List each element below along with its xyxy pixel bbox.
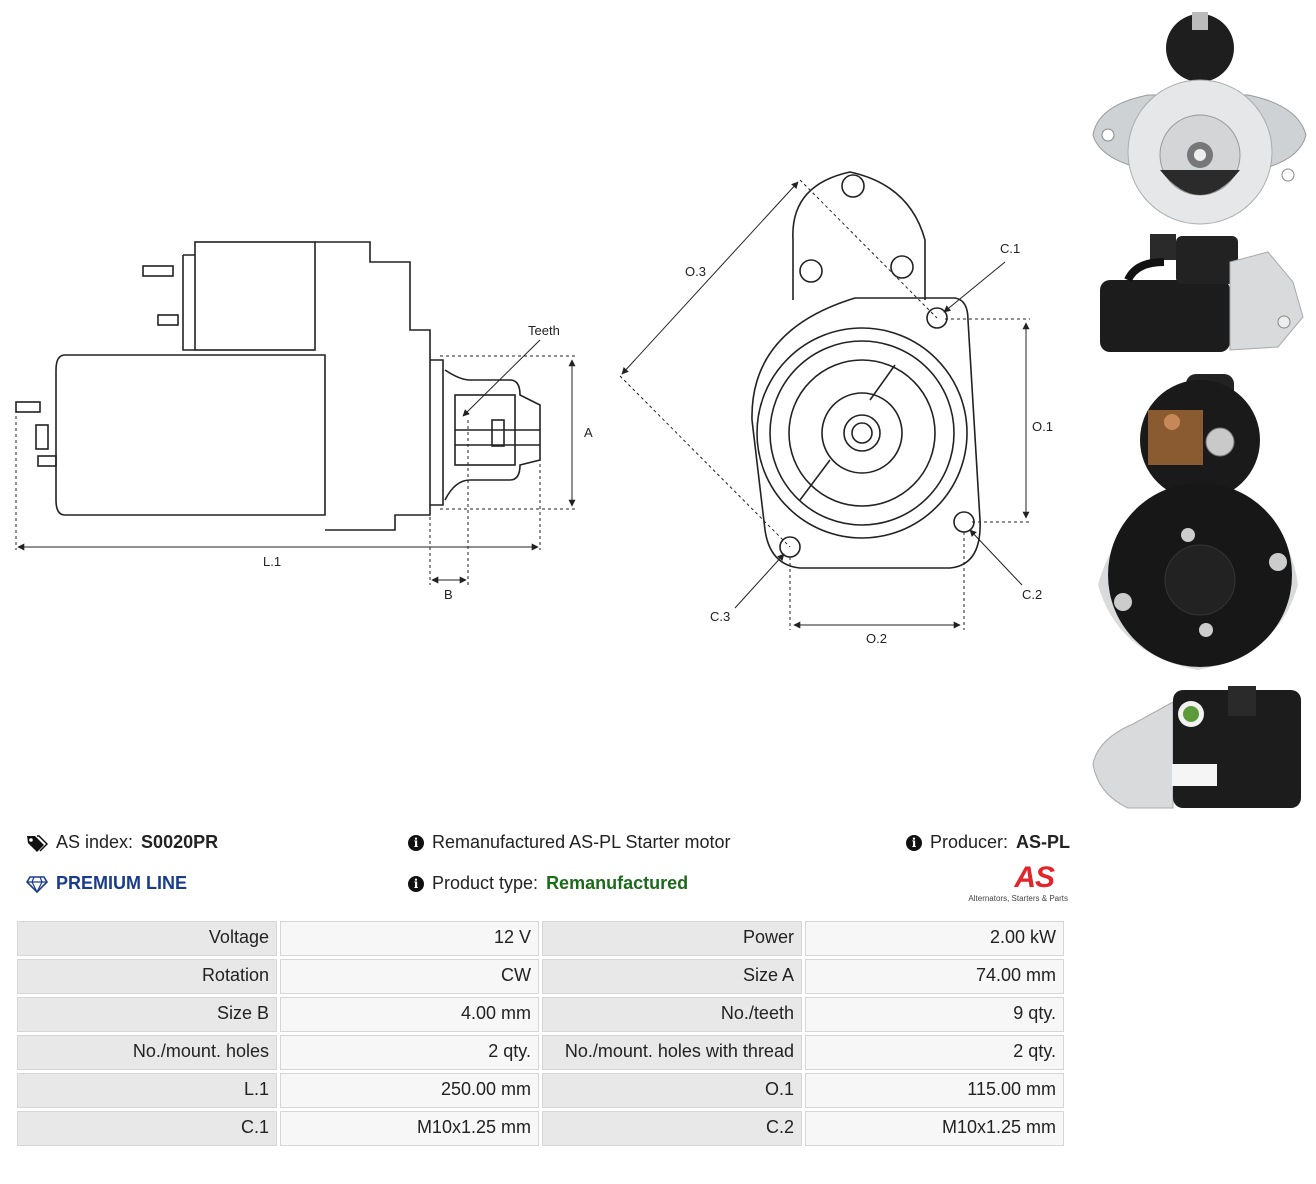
dim-b-label: B	[444, 587, 453, 602]
logo-tagline: Alternators, Starters & Parts	[968, 894, 1068, 903]
product-type: i Product type: Remanufactured	[408, 873, 688, 894]
as-index-value: S0020PR	[141, 832, 219, 852]
dim-a-label: A	[584, 425, 593, 440]
tags-icon	[27, 834, 48, 852]
dim-o1-label: O.1	[1032, 419, 1053, 434]
spec-value: 12 V	[276, 918, 542, 959]
dim-o3-label: O.3	[685, 264, 706, 279]
front-view-drawing	[751, 171, 981, 569]
product-type-value: Remanufactured	[546, 873, 689, 893]
product-photo-rear[interactable]	[1088, 370, 1310, 675]
as-index-label: AS index:	[56, 832, 134, 852]
spec-label: Size B	[14, 994, 280, 1035]
info-icon: i	[408, 875, 424, 892]
as-index: AS index: S0020PR	[26, 832, 218, 853]
technical-drawings: Teeth A L.1 B O.3 C.1 O.1	[15, 171, 1053, 646]
dim-c1-label: C.1	[1000, 241, 1020, 256]
spec-label: Power	[538, 918, 805, 959]
spec-label: O.1	[538, 1070, 805, 1111]
side-view-drawing	[15, 241, 541, 531]
spec-label: C.1	[14, 1108, 280, 1149]
product-photo-front[interactable]	[1088, 10, 1310, 230]
info-icon: i	[408, 834, 424, 851]
side-view-dimensions	[15, 339, 576, 585]
dim-l1-label: L.1	[263, 554, 281, 569]
spec-label: C.2	[538, 1108, 805, 1149]
product-type-label: Product type:	[432, 873, 539, 893]
producer-label: Producer:	[930, 832, 1009, 852]
spec-label: No./teeth	[538, 994, 805, 1035]
product-photo-side-top[interactable]	[1088, 232, 1310, 357]
teeth-label: Teeth	[528, 323, 560, 338]
spec-value: 2 qty.	[276, 1032, 542, 1073]
description-text: Remanufactured AS-PL Starter motor	[432, 832, 731, 852]
spec-value: CW	[276, 956, 542, 997]
premium-line-label: PREMIUM LINE	[56, 873, 188, 893]
logo-mark: AS	[1014, 861, 1055, 894]
producer-value: AS-PL	[1016, 832, 1071, 852]
spec-value: 9 qty.	[801, 994, 1068, 1035]
spec-value: 115.00 mm	[801, 1070, 1068, 1111]
spec-label: L.1	[14, 1070, 280, 1111]
description: i Remanufactured AS-PL Starter motor	[408, 832, 730, 853]
spec-value: 74.00 mm	[801, 956, 1068, 997]
spec-value: 2 qty.	[801, 1032, 1068, 1073]
spec-label: Size A	[538, 956, 805, 997]
premium-line[interactable]: PREMIUM LINE	[26, 873, 187, 894]
spec-label: No./mount. holes with thread	[538, 1032, 805, 1073]
info-icon: i	[906, 834, 922, 851]
front-view-dimensions	[619, 179, 1030, 630]
spec-label: Rotation	[14, 956, 280, 997]
spec-label: Voltage	[14, 918, 280, 959]
dim-o2-label: O.2	[866, 631, 887, 646]
as-pl-logo: AS Alternators, Starters & Parts	[964, 862, 1068, 906]
spec-value: M10x1.25 mm	[276, 1108, 542, 1149]
product-photo-side-bottom[interactable]	[1088, 684, 1310, 814]
spec-value: 2.00 kW	[801, 918, 1068, 959]
dim-c2-label: C.2	[1022, 587, 1042, 602]
diamond-icon	[26, 875, 48, 893]
spec-value: M10x1.25 mm	[801, 1108, 1068, 1149]
spec-label: No./mount. holes	[14, 1032, 280, 1073]
spec-value: 250.00 mm	[276, 1070, 542, 1111]
dim-c3-label: C.3	[710, 609, 730, 624]
producer: i Producer: AS-PL	[906, 832, 1070, 853]
spec-value: 4.00 mm	[276, 994, 542, 1035]
